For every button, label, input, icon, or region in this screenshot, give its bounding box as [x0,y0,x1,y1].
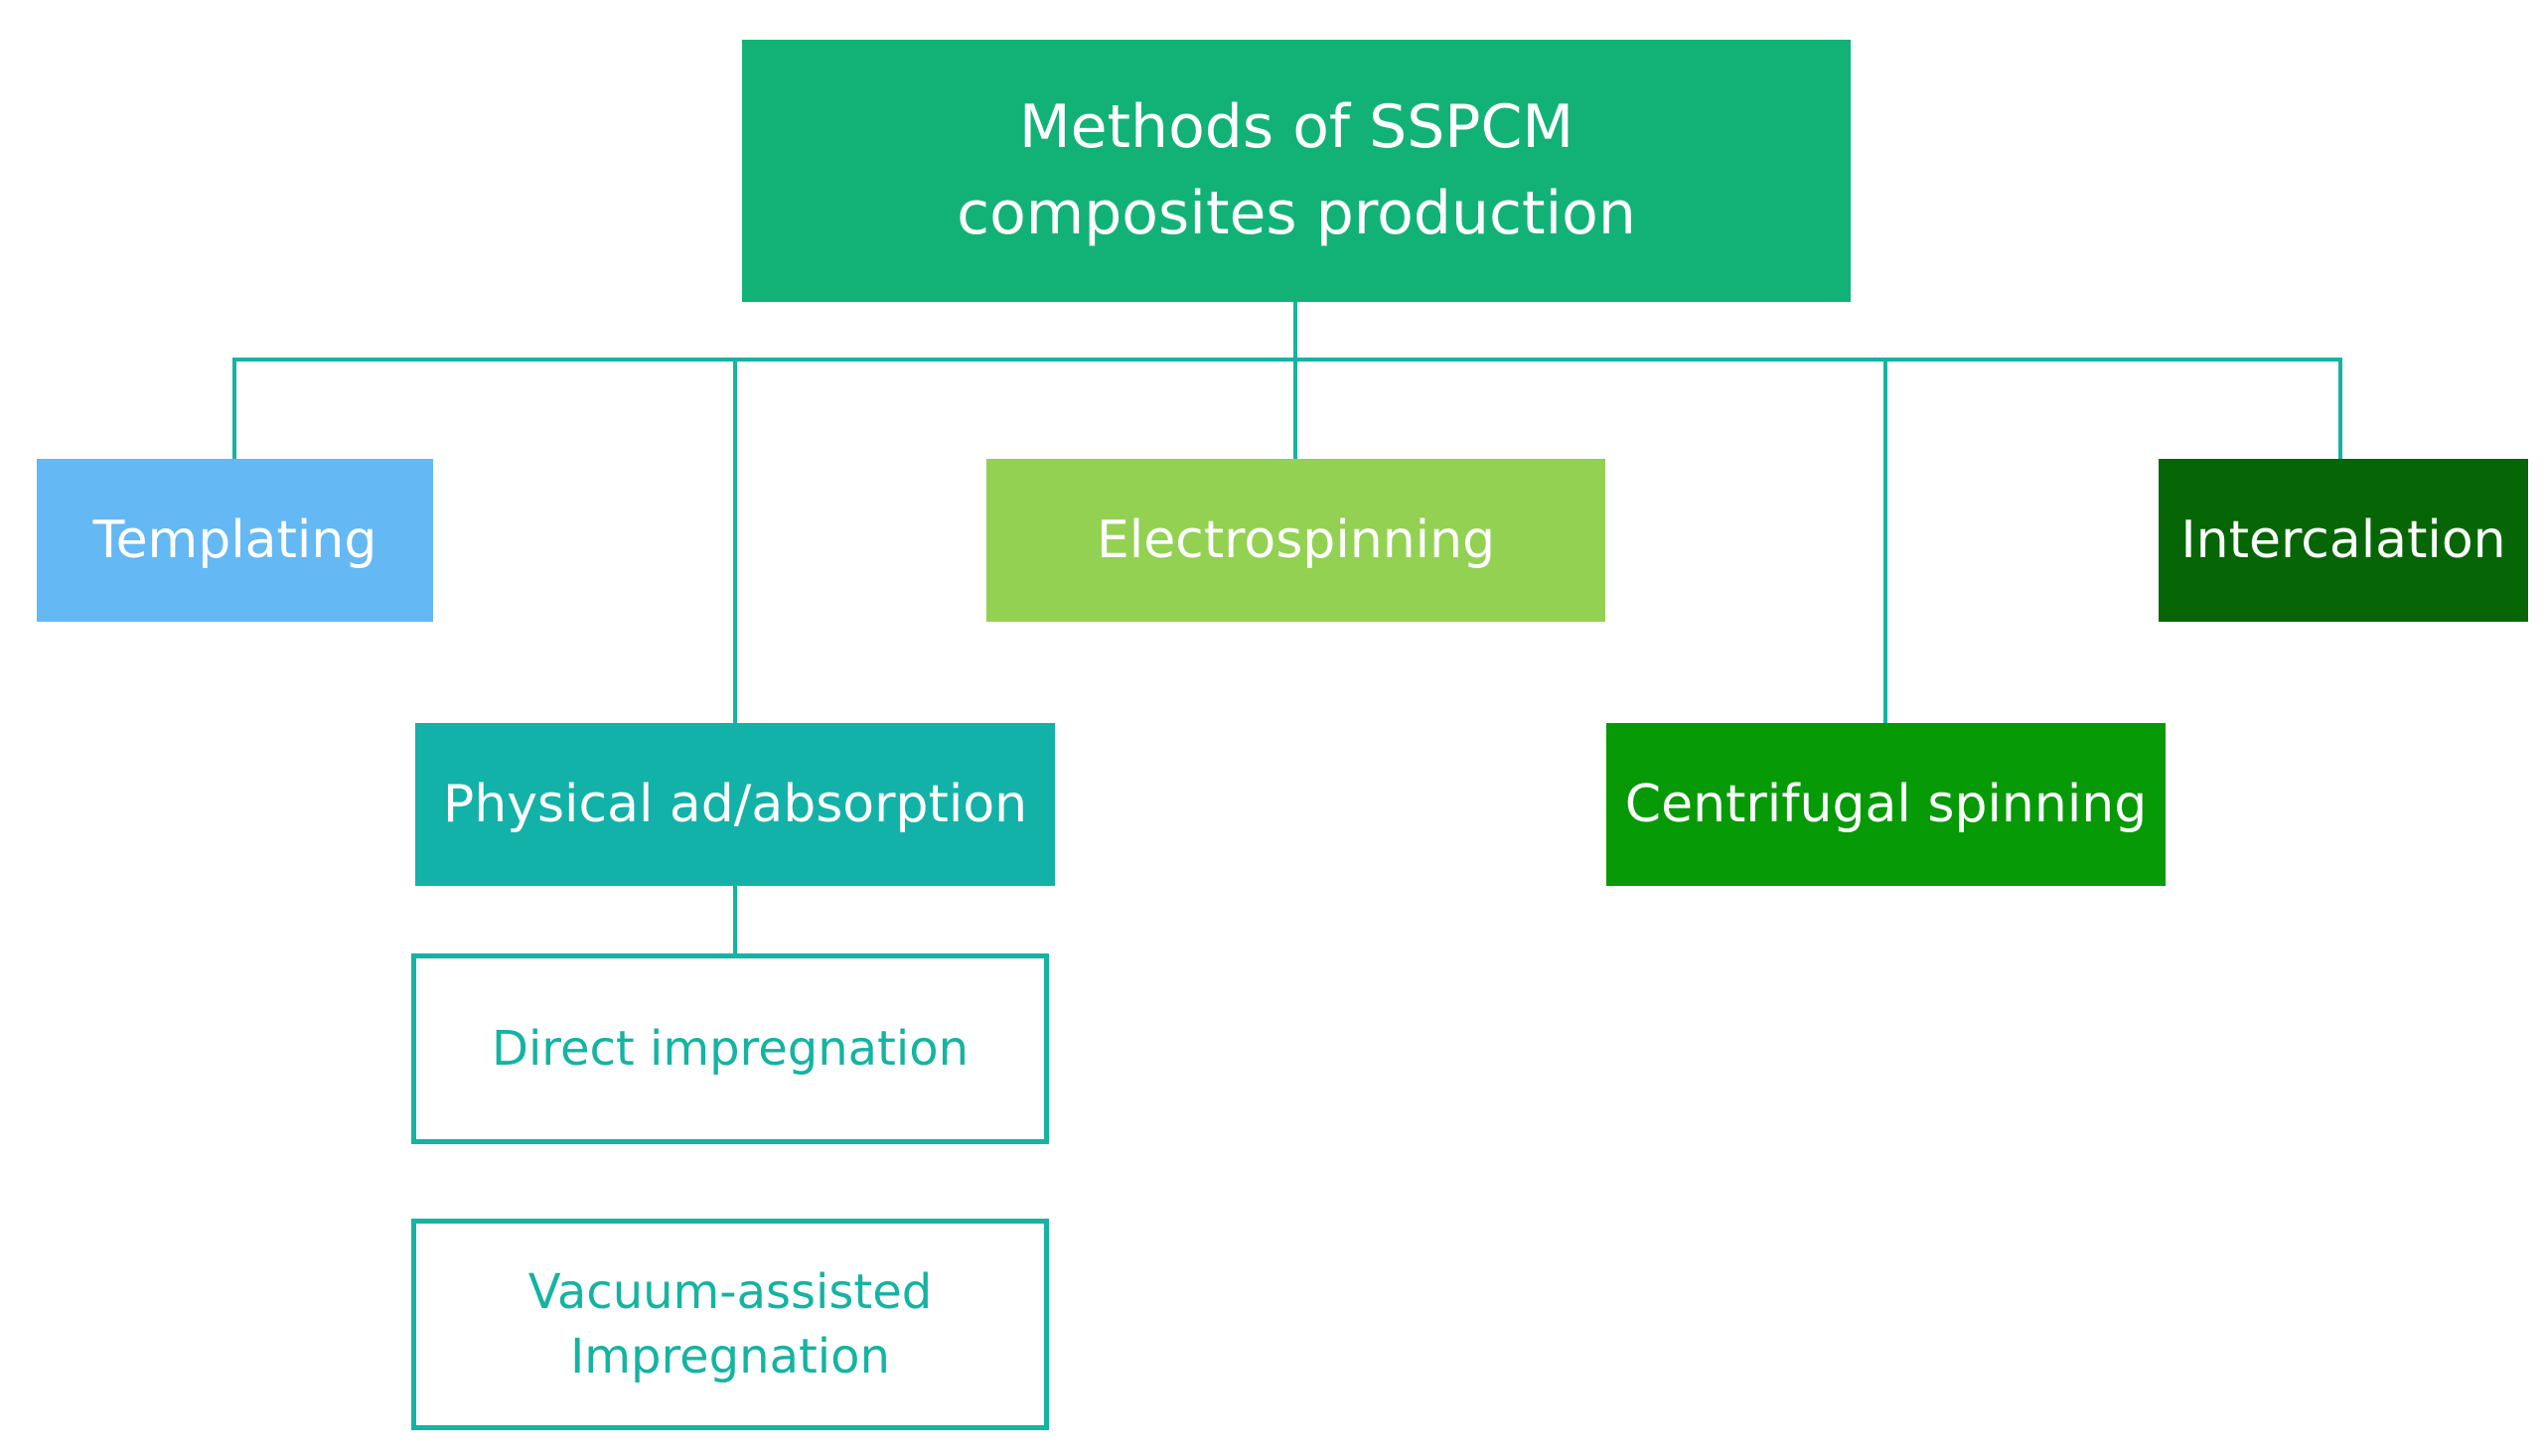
vacuum-assisted-line-1: Vacuum-assisted [527,1263,933,1320]
vacuum-assisted-line-2: Impregnation [570,1328,890,1384]
direct-impregnation-node: Direct impregnation [411,953,1049,1144]
electrospinning-node: Electrospinning [986,459,1605,622]
templating-node: Templating [37,459,433,622]
root-label-line-2: composites production [957,179,1636,248]
physical-adsorption-node: Physical ad/absorption [415,723,1055,886]
centrifugal-spinning-label: Centrifugal spinning [1624,774,2148,834]
vacuum-assisted-impregnation-label: Vacuum-assisted Impregnation [528,1260,932,1389]
root-label-line-1: Methods of SSPCM [1018,92,1574,162]
root-node: Methods of SSPCM composites production [742,40,1851,302]
electrospinning-label: Electrospinning [1096,510,1496,570]
centrifugal-spinning-node: Centrifugal spinning [1606,723,2166,886]
vacuum-assisted-impregnation-node: Vacuum-assisted Impregnation [411,1219,1049,1430]
templating-label: Templating [92,510,377,570]
intercalation-label: Intercalation [2180,510,2506,570]
physical-adsorption-label: Physical ad/absorption [442,774,1028,834]
root-label: Methods of SSPCM composites production [957,84,1636,257]
intercalation-node: Intercalation [2159,459,2528,622]
direct-impregnation-label: Direct impregnation [492,1020,969,1077]
